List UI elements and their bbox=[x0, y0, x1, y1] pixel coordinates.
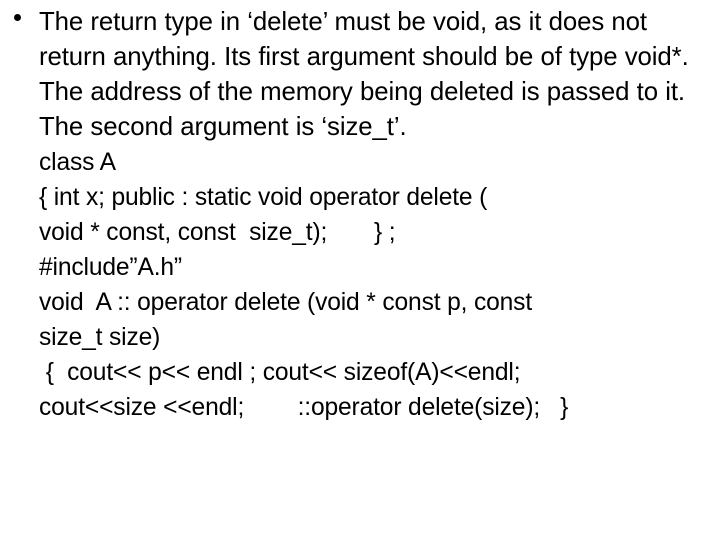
code-line: #include”A.h” bbox=[39, 254, 182, 281]
code-line: class A bbox=[39, 149, 116, 176]
bullet-dot-icon bbox=[14, 14, 21, 21]
code-line: { int x; public : static void operator d… bbox=[39, 184, 488, 211]
code-line: { cout<< p<< endl ; cout<< sizeof(A)<<en… bbox=[39, 359, 521, 386]
code-listing: class A { int x; public : static void op… bbox=[4, 145, 716, 425]
code-line: void A :: operator delete (void * const … bbox=[39, 289, 533, 316]
code-line: cout<<size <<endl; ::operator delete(siz… bbox=[39, 394, 569, 421]
code-line: size_t size) bbox=[39, 324, 161, 351]
bullet-paragraph-text: The return type in ‘delete’ must be void… bbox=[39, 8, 696, 141]
code-line: void * const, const size_t); } ; bbox=[39, 219, 396, 246]
bullet-list-item: The return type in ‘delete’ must be void… bbox=[4, 5, 716, 145]
